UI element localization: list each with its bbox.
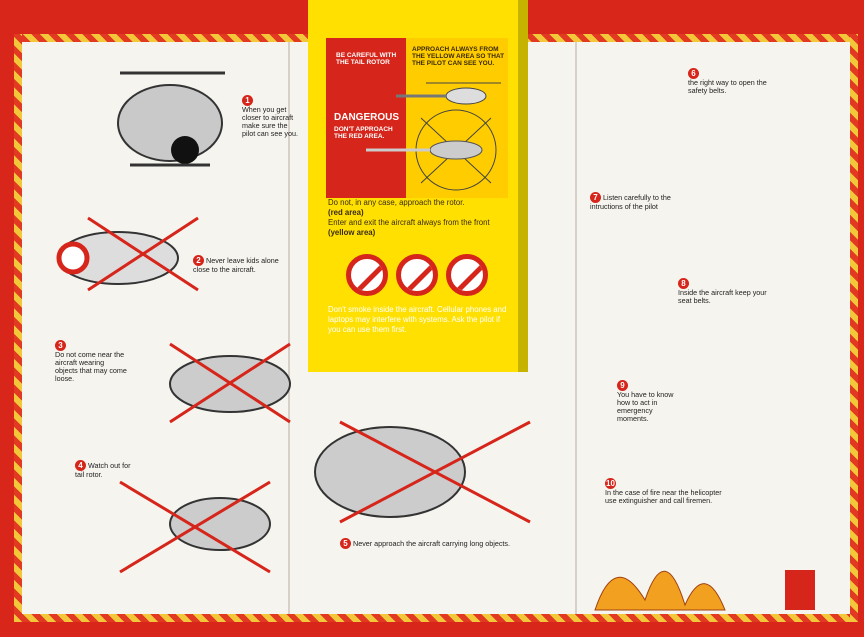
danger-title: DANGEROUS xyxy=(334,112,400,123)
fold-line-right xyxy=(575,42,577,614)
red-zone xyxy=(326,38,406,198)
stripe-border-left xyxy=(14,34,22,622)
no-phone-icon xyxy=(396,254,438,296)
helicopter-tail-rotor-illustration xyxy=(119,480,271,574)
helicopter-loose-objects-illustration xyxy=(169,342,291,424)
helicopter-illustration-1 xyxy=(117,71,225,167)
danger-subtitle: DON'T APPROACH THE RED AREA. xyxy=(334,126,393,140)
rotor-zone-diagram: BE CAREFUL WITH THE TAIL ROTOR APPROACH … xyxy=(326,38,508,198)
helicopter-kid-illustration xyxy=(56,216,199,292)
fold-line-left xyxy=(288,42,290,614)
no-smoking-icon xyxy=(346,254,388,296)
tail-rotor-caution: BE CAREFUL WITH THE TAIL ROTOR xyxy=(336,52,397,66)
no-laptop-icon xyxy=(446,254,488,296)
fire-extinguisher-illustration xyxy=(594,570,815,611)
yellow-area-note: APPROACH ALWAYS FROM THE YELLOW AREA SO … xyxy=(412,46,505,67)
helicopter-long-objects-illustration xyxy=(314,420,531,524)
devices-warning-text: Don't smoke inside the aircraft. Cellula… xyxy=(328,305,507,334)
stripe-border-bottom xyxy=(14,614,858,622)
stripe-border-right xyxy=(850,34,858,622)
center-safety-box: BE CAREFUL WITH THE TAIL ROTOR APPROACH … xyxy=(308,0,528,372)
rotor-warning-text: Do not, in any case, approach the rotor.… xyxy=(328,198,490,237)
rotor-diagram-icon xyxy=(366,82,501,191)
